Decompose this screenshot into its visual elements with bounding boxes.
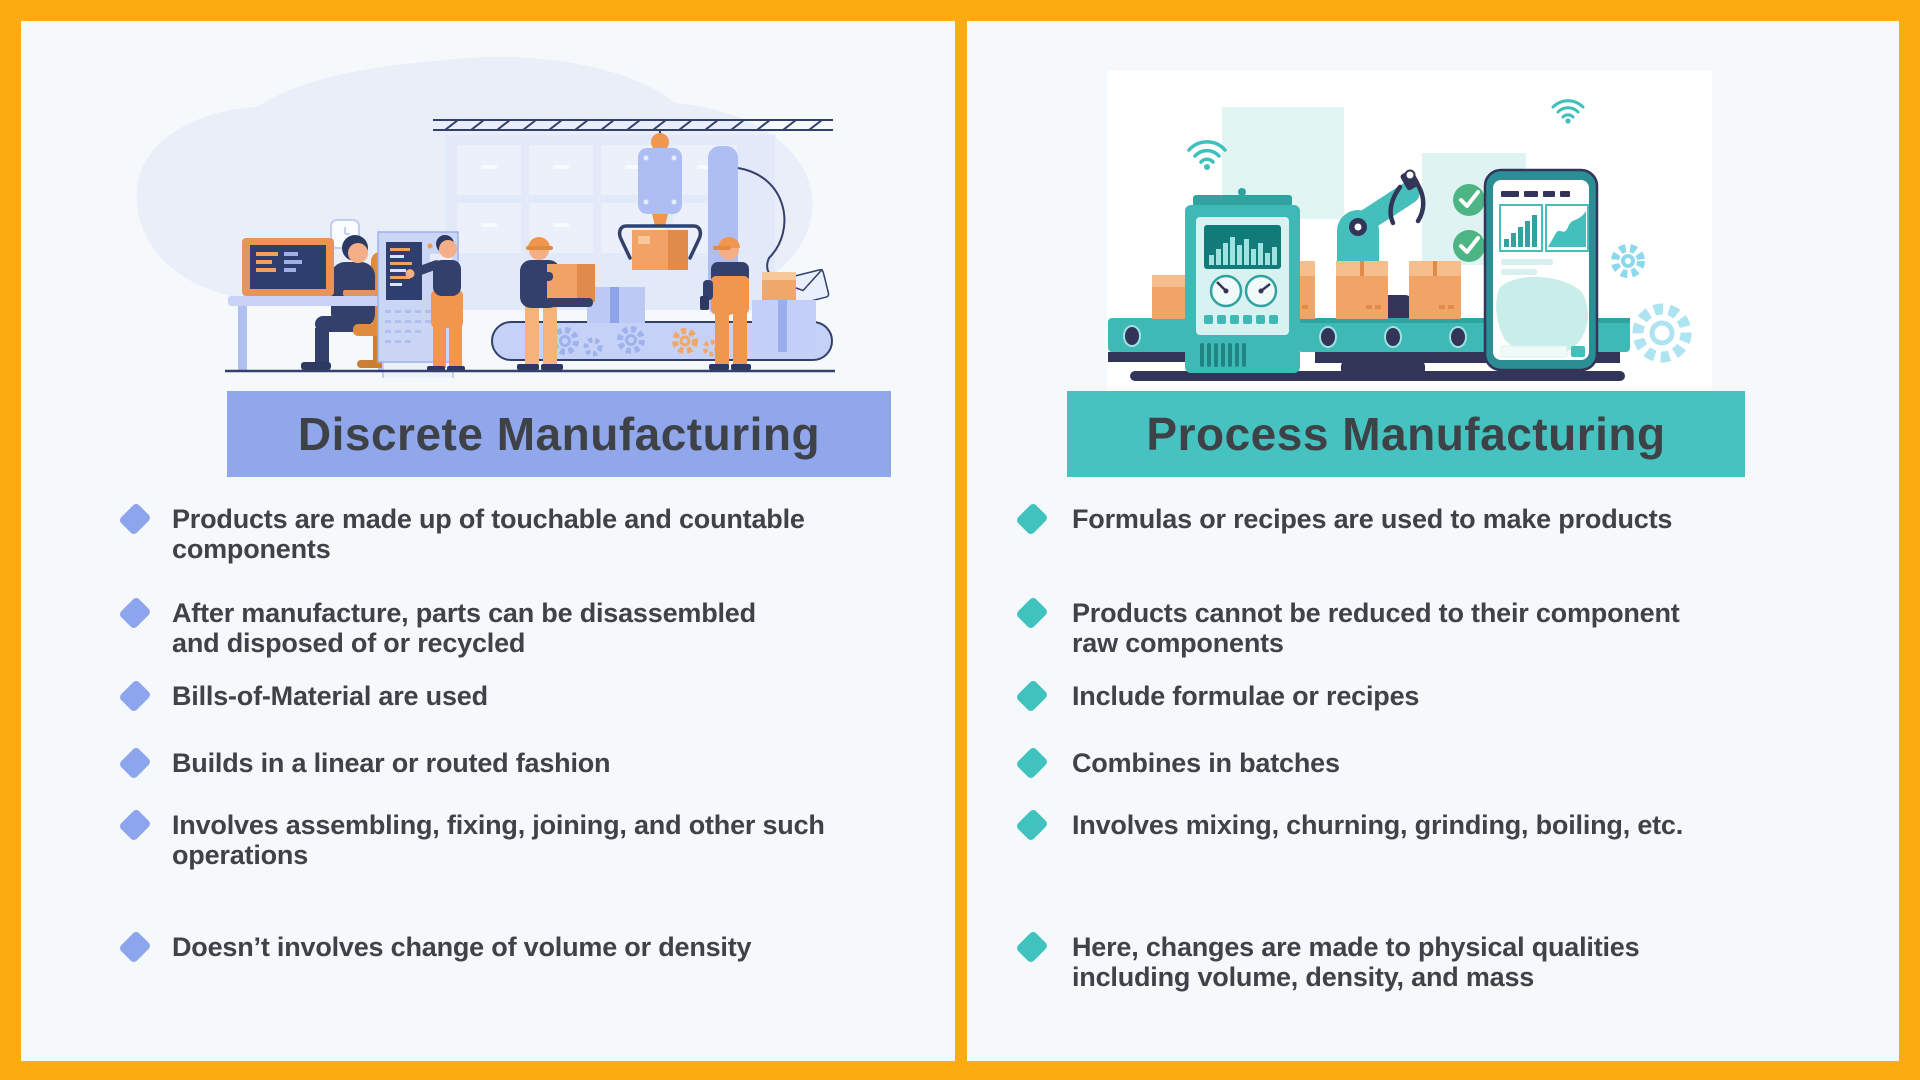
claw-icon	[1388, 169, 1426, 226]
diamond-bullet-icon	[118, 596, 152, 630]
list-item: Formulas or recipes are used to make pro…	[1015, 502, 1672, 536]
diamond-bullet-icon	[118, 746, 152, 780]
wifi-icon	[1551, 99, 1585, 124]
equalizer-bars	[1209, 237, 1277, 265]
boxes-icon	[587, 272, 816, 352]
diamond-bullet-icon	[1015, 746, 1049, 780]
right-title-banner: Process Manufacturing	[1067, 391, 1745, 477]
diamond-bullet-icon	[118, 930, 152, 964]
package-box-icon	[1409, 261, 1461, 319]
worker-icon	[517, 237, 595, 370]
smartphone-icon	[1483, 168, 1599, 372]
diamond-bullet-icon	[118, 502, 152, 536]
diamond-bullet-icon	[1015, 930, 1049, 964]
diamond-bullet-icon	[1015, 596, 1049, 630]
package-box-icon	[1336, 261, 1388, 319]
list-item: Bills-of-Material are used	[118, 679, 488, 713]
gauge-icon	[1209, 274, 1278, 308]
gear-icon	[1611, 244, 1692, 363]
diamond-bullet-icon	[1015, 502, 1049, 536]
list-item: After manufacture, parts can be disassem…	[118, 596, 756, 658]
crane-hoist-icon	[617, 130, 703, 270]
vent-slits	[1200, 343, 1246, 367]
process-manufacturing-illustration	[1107, 70, 1712, 391]
ceiling-rail-icon	[433, 119, 833, 131]
list-item: Here, changes are made to physical quali…	[1015, 930, 1640, 992]
button-row	[1204, 315, 1278, 324]
page-title: Process Manufacturing	[1146, 408, 1666, 460]
screen-blob	[1496, 276, 1588, 356]
diamond-bullet-icon	[118, 679, 152, 713]
worker-icon	[700, 237, 751, 370]
monitor-icon	[242, 238, 334, 296]
list-item: Builds in a linear or routed fashion	[118, 746, 611, 780]
diamond-bullet-icon	[1015, 679, 1049, 713]
list-item: Products are made up of touchable and co…	[118, 502, 805, 564]
discrete-manufacturing-illustration	[136, 57, 835, 378]
line-chart-icon	[1545, 204, 1589, 252]
list-item: Doesn’t involves change of volume or den…	[118, 930, 752, 964]
list-item: Combines in batches	[1015, 746, 1340, 780]
list-item: Include formulae or recipes	[1015, 679, 1419, 713]
list-item: Products cannot be reduced to their comp…	[1015, 596, 1680, 658]
bar-chart-icon	[1499, 204, 1543, 252]
list-item: Involves assembling, fixing, joining, an…	[118, 808, 825, 870]
page-title: Discrete Manufacturing	[297, 408, 821, 460]
diamond-bullet-icon	[118, 808, 152, 842]
list-item: Involves mixing, churning, grinding, boi…	[1015, 808, 1683, 842]
factory-machine-icon	[1185, 188, 1300, 373]
conveyor-belt-icon	[1108, 318, 1190, 362]
wifi-icon	[1187, 140, 1227, 170]
left-title-banner: Discrete Manufacturing	[227, 391, 891, 477]
diamond-bullet-icon	[1015, 808, 1049, 842]
base-bar	[1130, 371, 1625, 381]
checkmark-icon	[1453, 184, 1485, 262]
